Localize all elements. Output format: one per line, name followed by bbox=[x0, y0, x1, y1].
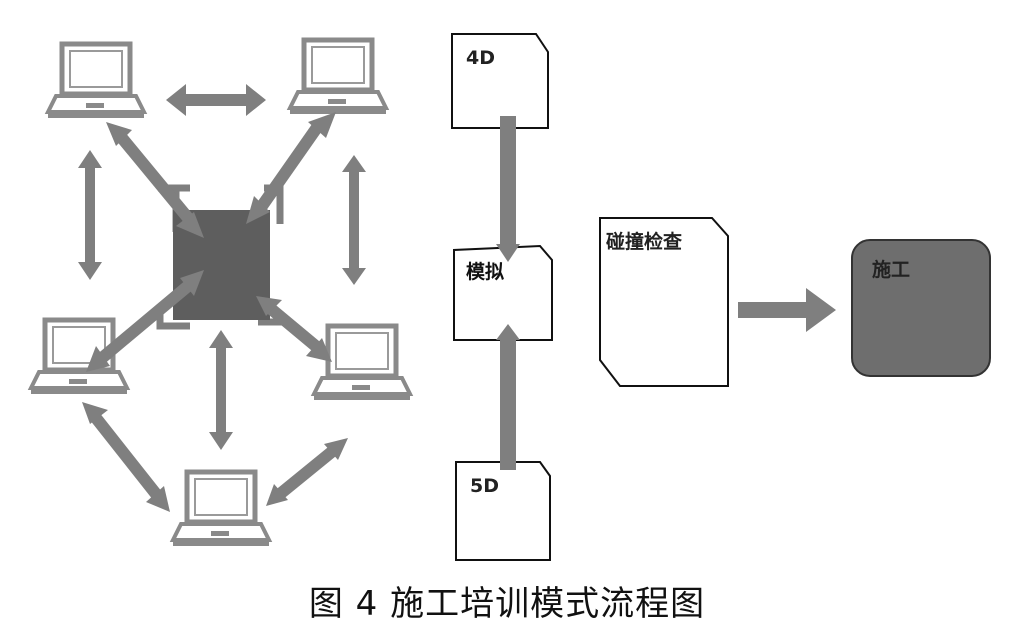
network-arrows bbox=[78, 84, 366, 450]
box-5d: 5D bbox=[455, 461, 551, 561]
box-simulate: 模拟 bbox=[453, 244, 553, 341]
laptop-icon bbox=[31, 320, 127, 394]
box-construction-label: 施工 bbox=[872, 258, 910, 281]
box-4d: 4D bbox=[451, 33, 549, 129]
arrow-to-construction bbox=[738, 288, 836, 332]
box-clash-check: 碰撞检查 bbox=[599, 217, 729, 387]
box-simulate-label: 模拟 bbox=[466, 260, 504, 283]
diagonal-arrows bbox=[91, 122, 338, 499]
figure-caption: 图 4 施工培训模式流程图 bbox=[308, 584, 706, 624]
flow-arrows bbox=[496, 116, 520, 470]
box-clash-label: 碰撞检查 bbox=[606, 230, 683, 253]
box-construction: 施工 bbox=[851, 239, 991, 377]
flow-diagram: 4D 模拟 5D 碰撞检查 施工 bbox=[0, 33, 991, 561]
laptop-icon bbox=[314, 326, 410, 400]
box-4d-label: 4D bbox=[466, 47, 495, 69]
laptop-icon bbox=[290, 40, 386, 114]
laptop-icon bbox=[48, 44, 144, 118]
box-5d-label: 5D bbox=[470, 475, 499, 497]
laptop-icon bbox=[173, 472, 269, 546]
arrow-heads bbox=[82, 112, 348, 512]
